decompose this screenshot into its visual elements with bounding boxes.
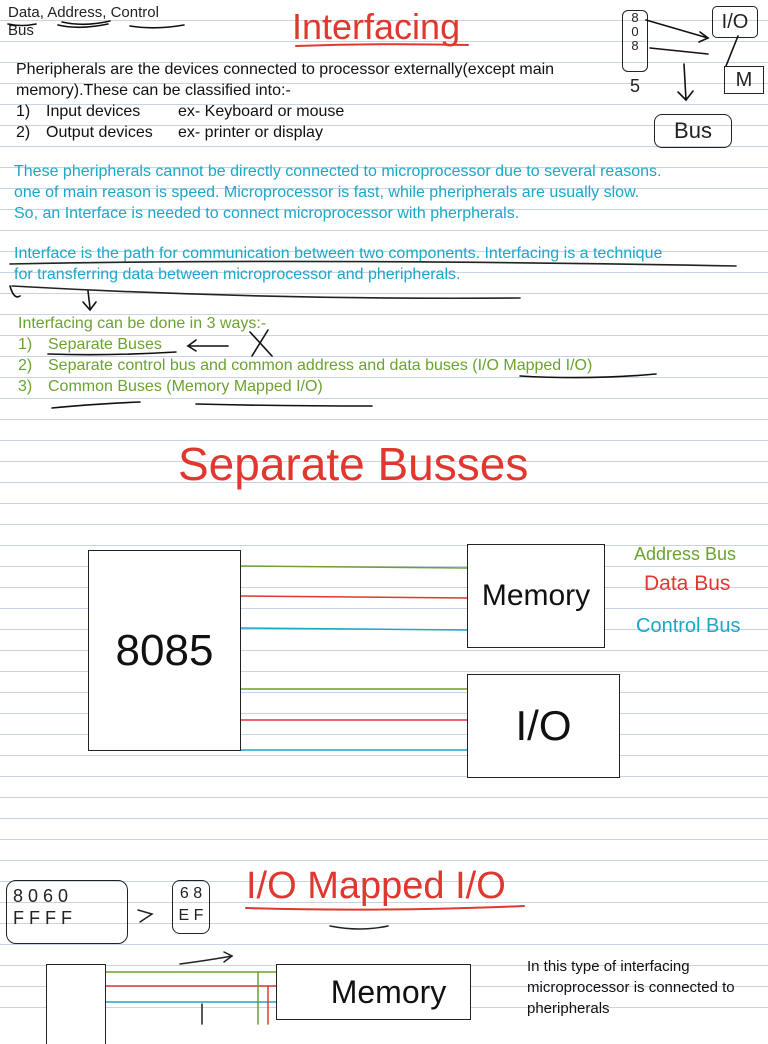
list-number: 1) — [18, 336, 33, 353]
list-item: 2) Separate control bus and common addres… — [18, 355, 718, 376]
chip-digit: 8 — [631, 10, 639, 25]
title-underline — [295, 43, 469, 47]
sketch-io-box: I/O — [712, 6, 758, 38]
legend-data-bus: Data Bus — [644, 572, 731, 595]
reason-paragraph: These pheripherals cannot be directly co… — [14, 161, 754, 224]
underline-stroke — [57, 23, 109, 29]
page-title: Interfacing — [292, 6, 461, 47]
title-underline — [245, 905, 525, 911]
ways-list: Interfacing can be done in 3 ways:- 1) Se… — [18, 313, 718, 397]
sketch-arrow — [645, 19, 709, 39]
list-number: 2) — [18, 357, 33, 374]
list-text: Separate Buses — [48, 336, 162, 353]
list-text: Common Buses (Memory Mapped I/O) — [48, 378, 323, 395]
intro-line: Pheripherals are the devices connected t… — [16, 61, 555, 78]
sketch-arrow — [649, 47, 709, 55]
list-item: 1) Input devices ex- Keyboard or mouse — [16, 101, 626, 122]
definition-line: for transferring data between microproce… — [14, 266, 461, 283]
memory-block: Memory — [276, 964, 471, 1020]
list-item: 2) Output devices ex- printer or display — [16, 122, 626, 143]
list-number: 1) — [16, 103, 31, 120]
sketch-text: 8 0 6 0 — [13, 886, 69, 906]
arrow-sketch — [179, 955, 233, 965]
intro-line: memory).These can be classified into:- — [16, 82, 291, 99]
legend-control-bus: Control Bus — [636, 615, 741, 637]
note-address: Address — [47, 4, 103, 21]
list-number: 2) — [16, 124, 31, 141]
reason-line: These pheripherals cannot be directly co… — [14, 163, 662, 180]
underline-stroke — [129, 24, 185, 29]
sketch-bus-box: Bus — [654, 114, 732, 148]
io-mapped-title: I/O Mapped I/O — [246, 865, 506, 907]
definition-paragraph: Interface is the path for communication … — [14, 243, 759, 285]
intro-paragraph: Pheripherals are the devices connected t… — [16, 59, 626, 143]
address-bus-line — [239, 565, 469, 569]
arrow-sketch — [223, 951, 234, 963]
header-note: Data, Address, Control Bus — [8, 4, 159, 40]
sketch-arrow — [683, 63, 687, 101]
list-item: 3) Common Buses (Memory Mapped I/O) — [18, 376, 718, 397]
underline-stroke — [61, 20, 111, 26]
down-arrow-head — [82, 301, 97, 312]
arrow-sketch — [137, 909, 154, 923]
underline-stroke — [47, 351, 177, 356]
ways-heading: Interfacing can be done in 3 ways:- — [18, 315, 267, 332]
left-arrow-head — [186, 339, 197, 352]
sketch-text: E F — [178, 907, 204, 924]
reason-line: one of main reason is speed. Microproces… — [14, 184, 640, 201]
corner-sketch: 8 0 8 — [622, 10, 648, 72]
underline-stroke — [7, 23, 37, 27]
reason-line: So, an Interface is needed to connect mi… — [14, 205, 520, 222]
underline-stroke — [519, 373, 657, 379]
list-name: Output devices — [46, 124, 153, 141]
list-example: ex- printer or display — [178, 124, 323, 141]
note-bus: Bus — [8, 22, 34, 39]
separate-busses-title: Separate Busses — [178, 438, 529, 490]
note-control: Control — [110, 4, 159, 21]
note-sep: , — [39, 4, 48, 21]
cross-mark — [249, 329, 273, 357]
note-data: Data — [8, 4, 40, 21]
address-range-sketch: 8 0 6 0 F F F F — [6, 880, 128, 944]
chip-digit: 5 — [630, 76, 641, 96]
list-name: Input devices — [46, 103, 141, 120]
underline-stroke — [11, 285, 521, 300]
underline-stroke — [9, 285, 21, 298]
legend-address-bus: Address Bus — [634, 544, 737, 564]
port-range-sketch: 6 8 E F — [172, 880, 210, 934]
chip-digit: 8 — [631, 38, 639, 53]
list-example: ex- Keyboard or mouse — [178, 103, 345, 120]
cpu-block: 8085 — [88, 550, 241, 751]
list-number: 3) — [18, 378, 33, 395]
definition-line: Interface is the path for communication … — [14, 245, 663, 262]
down-arrow — [87, 290, 91, 309]
cpu-block-partial — [46, 964, 106, 1044]
chip-digit: 0 — [631, 24, 639, 39]
list-item: 1) Separate Buses — [18, 334, 718, 355]
note-sep: , — [102, 4, 111, 21]
memory-block: Memory — [467, 544, 605, 648]
io-mapped-description: In this type of interfacing microprocess… — [527, 958, 735, 1017]
sketch-line — [725, 35, 739, 67]
underline-stroke — [51, 401, 141, 409]
sketch-text: F F F F — [13, 908, 72, 928]
list-text: Separate control bus and common address … — [48, 357, 593, 374]
underline-stroke — [195, 403, 373, 407]
sketch-arrowhead — [677, 90, 694, 102]
control-bus-line — [239, 627, 469, 631]
data-bus-line — [239, 595, 469, 599]
sketch-text: 6 8 — [179, 885, 203, 902]
io-block: I/O — [467, 674, 620, 778]
sketch-arrowhead — [698, 31, 710, 43]
sketch-memory-box: M — [724, 66, 764, 94]
underline-stroke — [329, 925, 389, 930]
underline-stroke — [9, 260, 737, 267]
